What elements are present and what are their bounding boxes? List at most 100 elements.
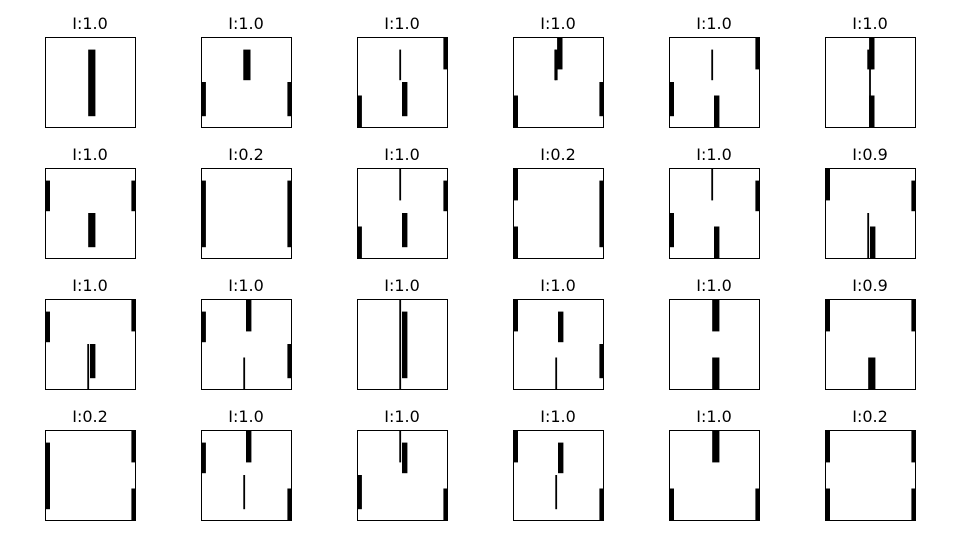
panel-title: I:1.0 bbox=[72, 276, 108, 295]
bar-segment bbox=[712, 299, 720, 332]
bar-segment bbox=[911, 299, 915, 332]
bar-segment bbox=[399, 49, 402, 81]
panel-title: I:0.2 bbox=[852, 407, 888, 426]
bar-segment bbox=[599, 344, 603, 379]
bar-segment bbox=[557, 37, 563, 70]
bar-segment bbox=[399, 430, 402, 463]
panel-17: I:1.0 bbox=[669, 276, 760, 390]
bar-segment bbox=[869, 49, 871, 127]
panel-6: I:1.0 bbox=[825, 14, 916, 128]
panel-20: I:1.0 bbox=[201, 407, 292, 521]
panel-frame bbox=[825, 430, 916, 521]
bar-segment bbox=[558, 311, 564, 343]
bar-segment bbox=[513, 168, 518, 201]
bar-segment bbox=[669, 82, 674, 117]
bar-segment bbox=[712, 430, 720, 463]
panel-3: I:1.0 bbox=[357, 14, 448, 128]
panel-11: I:1.0 bbox=[669, 145, 760, 259]
bar-segment bbox=[825, 430, 830, 463]
bar-segment bbox=[287, 82, 291, 117]
bar-segment bbox=[558, 442, 564, 474]
panel-title: I:1.0 bbox=[696, 276, 732, 295]
bar-segment bbox=[443, 488, 447, 520]
bar-segment bbox=[711, 168, 714, 201]
panel-10: I:0.2 bbox=[513, 145, 604, 259]
panel-title: I:1.0 bbox=[228, 276, 264, 295]
panel-22: I:1.0 bbox=[513, 407, 604, 521]
bar-segment bbox=[402, 442, 408, 474]
bar-segment bbox=[201, 82, 206, 117]
panel-title: I:0.2 bbox=[540, 145, 576, 164]
bar-segment bbox=[357, 226, 362, 258]
bar-segment bbox=[131, 488, 135, 520]
bar-segment bbox=[243, 357, 246, 389]
panel-21: I:1.0 bbox=[357, 407, 448, 521]
panel-1: I:1.0 bbox=[45, 14, 136, 128]
bar-segment bbox=[911, 430, 915, 463]
panel-5: I:1.0 bbox=[669, 14, 760, 128]
panel-12: I:0.9 bbox=[825, 145, 916, 259]
bar-segment bbox=[399, 299, 402, 389]
panel-title: I:0.9 bbox=[852, 276, 888, 295]
bar-segment bbox=[599, 488, 603, 520]
bar-segment bbox=[402, 82, 408, 117]
panel-8: I:0.2 bbox=[201, 145, 292, 259]
panel-title: I:1.0 bbox=[384, 407, 420, 426]
panel-title: I:1.0 bbox=[540, 407, 576, 426]
bar-segment bbox=[825, 488, 830, 520]
bar-segment bbox=[357, 475, 362, 510]
bar-segment bbox=[825, 299, 830, 332]
panel-title: I:0.9 bbox=[852, 145, 888, 164]
bar-segment bbox=[513, 226, 518, 258]
bar-segment bbox=[443, 180, 447, 212]
bar-segment bbox=[399, 168, 402, 201]
panel-title: I:1.0 bbox=[384, 145, 420, 164]
bar-segment bbox=[201, 180, 206, 248]
bar-segment bbox=[755, 37, 759, 70]
bar-segment bbox=[555, 475, 558, 510]
bar-segment bbox=[513, 95, 518, 127]
panel-4: I:1.0 bbox=[513, 14, 604, 128]
bar-segment bbox=[243, 49, 251, 81]
bar-segment bbox=[554, 49, 557, 81]
bar-segment bbox=[755, 180, 759, 212]
panel-13: I:1.0 bbox=[45, 276, 136, 390]
panel-title: I:1.0 bbox=[228, 14, 264, 33]
panel-title: I:0.2 bbox=[72, 407, 108, 426]
panel-23: I:1.0 bbox=[669, 407, 760, 521]
bar-segment bbox=[243, 475, 246, 510]
bar-segment bbox=[599, 82, 603, 117]
bar-segment bbox=[88, 49, 96, 117]
bar-segment bbox=[555, 357, 558, 389]
panel-title: I:1.0 bbox=[384, 14, 420, 33]
bar-segment bbox=[131, 180, 135, 212]
bar-segment bbox=[90, 344, 96, 379]
bar-segment bbox=[825, 168, 830, 201]
bar-segment bbox=[868, 357, 876, 389]
panel-title: I:1.0 bbox=[696, 407, 732, 426]
panel-title: I:1.0 bbox=[384, 276, 420, 295]
panel-title: I:1.0 bbox=[72, 145, 108, 164]
bar-segment bbox=[246, 430, 252, 463]
panel-frame bbox=[513, 168, 604, 259]
bar-segment bbox=[45, 311, 50, 343]
bar-segment bbox=[869, 95, 875, 127]
bar-segment bbox=[402, 311, 408, 379]
panel-frame bbox=[45, 430, 136, 521]
panel-18: I:0.9 bbox=[825, 276, 916, 390]
panel-2: I:1.0 bbox=[201, 14, 292, 128]
bar-segment bbox=[911, 180, 915, 212]
panel-title: I:1.0 bbox=[540, 276, 576, 295]
bar-segment bbox=[201, 442, 206, 474]
panel-title: I:1.0 bbox=[540, 14, 576, 33]
panel-frame bbox=[201, 168, 292, 259]
panel-title: I:1.0 bbox=[696, 145, 732, 164]
bar-segment bbox=[201, 311, 206, 343]
bar-segment bbox=[554, 49, 558, 81]
bar-segment bbox=[287, 488, 291, 520]
bar-segment bbox=[131, 430, 135, 463]
bar-segment bbox=[870, 226, 876, 258]
bar-segment bbox=[867, 213, 870, 258]
panel-7: I:1.0 bbox=[45, 145, 136, 259]
